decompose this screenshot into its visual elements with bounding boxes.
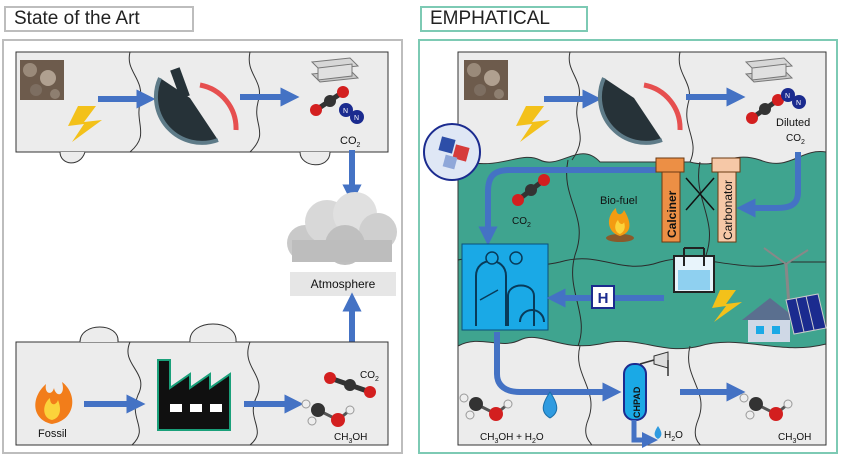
diluted-label: Diluted <box>776 117 810 129</box>
lightning-icon-left-top <box>68 106 102 142</box>
left-panel-title-text: State of the Art <box>14 8 140 29</box>
n2-molecule-left-top: N N <box>339 103 364 124</box>
n2-molecule-right-top: N N <box>781 88 806 109</box>
calciner-reactor <box>655 157 685 243</box>
app-logo-icon <box>423 123 481 181</box>
hydrogen-badge <box>591 285 615 309</box>
arrow-diluted-to-carbonator <box>736 152 801 218</box>
cross-line-2 <box>685 177 715 211</box>
crude-methanol-label: CH3OH + H2O <box>480 432 544 445</box>
hydrogen-badge-label: H <box>598 290 609 307</box>
atmosphere-label-box <box>290 272 396 296</box>
steel-beam-icon-left <box>310 57 360 83</box>
calciner-label: Calciner <box>665 190 679 238</box>
arrow-chpad-water-out <box>631 420 659 449</box>
methanol-plant-icon <box>461 243 549 331</box>
water-drop-icon <box>542 391 558 419</box>
svg-text:N: N <box>796 100 801 107</box>
kiln-icon-left <box>153 67 239 145</box>
svg-text:N: N <box>343 108 348 115</box>
left-panel-title: State of the Art <box>4 6 194 32</box>
kiln-icon-right <box>597 77 683 145</box>
right-panel-title-text: EMPHATICAL <box>430 8 551 29</box>
co2-molecule-left-bottom <box>324 372 376 398</box>
fire-icon-biofuel <box>606 208 634 242</box>
arrow-plant-to-chpad <box>494 332 622 402</box>
chpad-label: CHPAD <box>632 386 642 418</box>
methanol-label-left: CH3OH <box>334 432 367 445</box>
pure-methanol-label: CH3OH <box>778 432 811 445</box>
scrap-metal-icon <box>20 60 64 100</box>
electrolyser-icon <box>673 247 715 293</box>
water-out-drop-icon <box>654 426 662 439</box>
biofuel-label: Bio-fuel <box>600 195 637 207</box>
diluted-co2-label: CO2 <box>786 133 805 146</box>
methanol-molecule-crude <box>459 393 513 421</box>
co2-molecule-right-top <box>746 94 784 124</box>
house-solar-icon <box>742 298 798 342</box>
lightning-icon-right-top <box>516 106 550 142</box>
lightning-icon-right-mid <box>712 290 742 322</box>
methanol-molecule-pure <box>739 393 793 421</box>
right-panel-title: EMPHATICAL <box>420 6 588 32</box>
carbonator-label: Carbonator <box>721 180 735 240</box>
svg-text:N: N <box>354 115 359 122</box>
co2-molecule-right-captured <box>512 174 550 206</box>
co2-label-left-bottom: CO2 <box>360 370 379 383</box>
methanol-molecule-left <box>301 399 355 427</box>
flame-icon-fossil <box>35 382 73 424</box>
captured-co2-label: CO2 <box>512 216 531 229</box>
carbonator-reactor <box>711 157 741 243</box>
water-out-label: H2O <box>664 430 683 443</box>
solar-panel-icon <box>785 293 827 335</box>
fossil-label: Fossil <box>38 428 67 440</box>
cloud-icon <box>287 192 397 265</box>
steel-beam-icon-right <box>744 57 794 83</box>
co2-label-left-top: CO2 <box>340 135 361 149</box>
co2-molecule-left-top <box>310 86 349 116</box>
chpad-column <box>623 351 669 421</box>
scrap-metal-icon-right <box>464 60 508 100</box>
arrow-calciner-to-plant <box>478 167 656 246</box>
svg-text:N: N <box>785 93 790 100</box>
atmosphere-label: Atmosphere <box>311 277 376 291</box>
factory-icon <box>157 359 231 431</box>
